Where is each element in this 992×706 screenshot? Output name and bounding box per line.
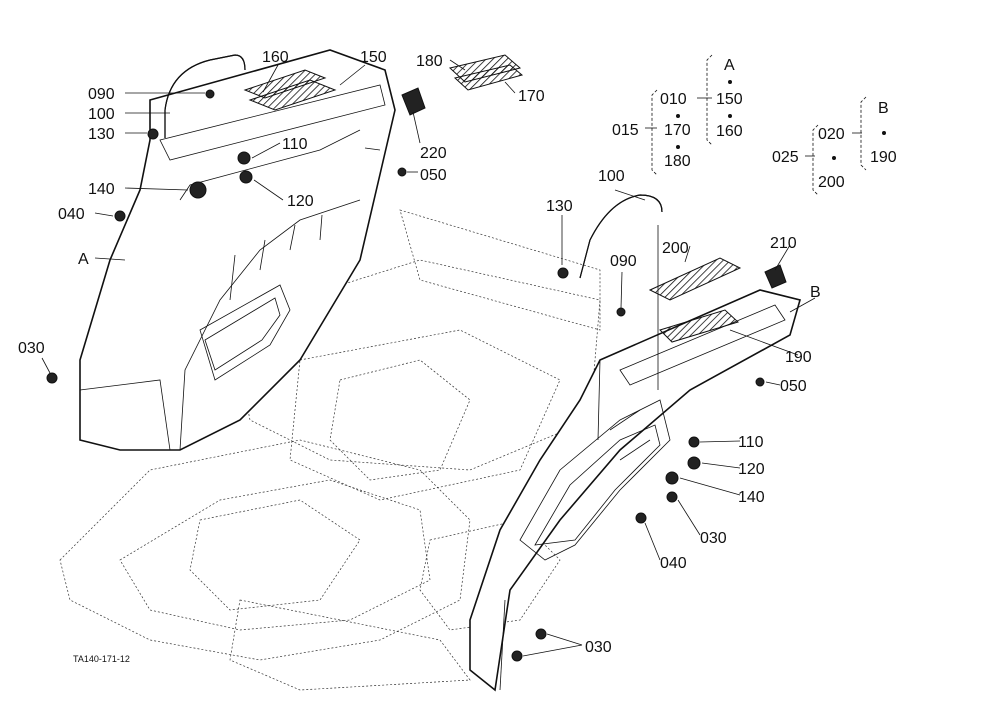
nut-040-right <box>635 512 647 524</box>
bolt-030-mid <box>666 491 678 503</box>
grommet-110-left <box>237 151 251 165</box>
nut-050-left <box>397 167 407 177</box>
grommet-120-right <box>687 456 701 470</box>
callout-100-right: 100 <box>598 168 625 185</box>
left-step-plates <box>243 69 337 111</box>
lamp-210 <box>764 264 787 289</box>
callout-140-right: 140 <box>738 489 765 506</box>
leader-lines <box>41 59 816 657</box>
cap-140-left <box>189 181 207 199</box>
legend-A-group: 015 <box>612 122 639 139</box>
decal-170 <box>453 64 524 91</box>
callout-190: 190 <box>785 349 812 366</box>
callout-120-right: 120 <box>738 461 765 478</box>
legend-A-head: A <box>724 57 735 74</box>
callout-B-right: B <box>810 284 821 301</box>
callout-130-right: 130 <box>546 198 573 215</box>
nut-040-left <box>114 210 126 222</box>
grommet-110-right <box>688 436 700 448</box>
nut-050-right <box>755 377 765 387</box>
callout-labels: 090 100 130 160 150 110 120 140 040 A 03… <box>18 49 821 656</box>
bolt-090-left <box>205 89 215 99</box>
bolt-090-right <box>616 307 626 317</box>
legend-A-item-180: 180 <box>664 153 691 170</box>
callout-030-bottom: 030 <box>585 639 612 656</box>
callout-100-left: 100 <box>88 106 115 123</box>
bolt-130-right <box>557 267 569 279</box>
callout-110-right: 110 <box>738 434 764 451</box>
legend-A-sub-150: 150 <box>716 91 743 108</box>
legend-B-item-020: 020 <box>818 126 845 143</box>
callout-170: 170 <box>518 88 545 105</box>
callout-030-left: 030 <box>18 340 45 357</box>
figure-code: TA140-171-12 <box>73 654 130 664</box>
callout-150: 150 <box>360 49 387 66</box>
callout-090-left: 090 <box>88 86 115 103</box>
legend-B-group: 025 <box>772 149 799 166</box>
bolt-130-left <box>147 128 159 140</box>
legend-A-item-170: 170 <box>664 122 691 139</box>
lamp-220 <box>401 87 426 116</box>
callout-180: 180 <box>416 53 443 70</box>
callout-200: 200 <box>662 240 689 257</box>
bolt-030-bottom-a <box>535 628 547 640</box>
callout-040-right: 040 <box>660 555 687 572</box>
cap-140-right <box>665 471 679 485</box>
callout-030-mid: 030 <box>700 530 727 547</box>
left-fender <box>79 49 396 451</box>
right-fender <box>469 289 801 692</box>
tractor-chassis-outline <box>59 209 601 691</box>
callout-050-left: 050 <box>420 167 447 184</box>
bolt-030-left <box>46 372 58 384</box>
right-step-plates <box>648 257 742 343</box>
callout-220: 220 <box>420 145 447 162</box>
legend-A-item-010: 010 <box>660 91 687 108</box>
callout-160: 160 <box>262 49 289 66</box>
legend-B-head: B <box>878 100 889 117</box>
callout-040-left: 040 <box>58 206 85 223</box>
legend-A-sub-160: 160 <box>716 123 743 140</box>
callout-050-right: 050 <box>780 378 807 395</box>
callout-130-left: 130 <box>88 126 115 143</box>
callout-A-left: A <box>78 251 89 268</box>
callout-210: 210 <box>770 235 797 252</box>
callout-120-left: 120 <box>287 193 314 210</box>
legend-B-item-200: 200 <box>818 174 845 191</box>
legend-B-sub-190: 190 <box>870 149 897 166</box>
callout-110-left: 110 <box>282 136 308 153</box>
grommet-120-left <box>239 170 253 184</box>
legend-B: B 025 020 200 190 <box>772 96 897 196</box>
bolt-030-bottom-b <box>511 650 523 662</box>
legend-A: A 015 010 170 180 150 160 <box>612 54 743 176</box>
callout-140-left: 140 <box>88 181 115 198</box>
callout-090-right: 090 <box>610 253 637 270</box>
